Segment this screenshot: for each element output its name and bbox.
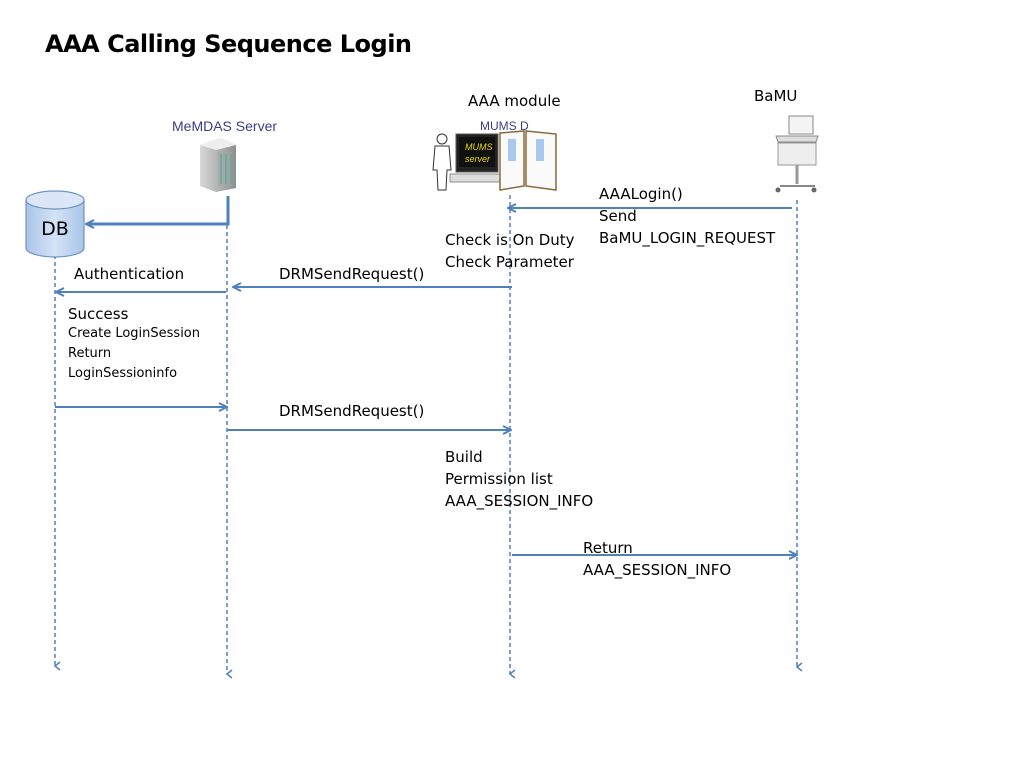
message-memdas-to-db-arrow <box>86 196 230 224</box>
message-label-authentication: Authentication <box>74 265 185 283</box>
database-icon <box>25 190 85 258</box>
medical-cart-icon <box>775 115 819 193</box>
screen-text-line2: server <box>465 154 491 164</box>
actor-sublabel-aaa: MUMS D <box>480 119 529 133</box>
page-title: AAA Calling Sequence Login <box>45 30 412 58</box>
actor-label-bamu: BaMU <box>754 87 798 105</box>
actor-label-db: DB <box>41 218 69 240</box>
message-label-return-session: Return AAA_SESSION_INFO <box>583 539 732 579</box>
actor-label-aaa: AAA module <box>468 92 561 110</box>
message-label-aaalogin: AAALogin() Send BaMU_LOGIN_REQUEST <box>599 185 776 247</box>
actor-label-memdas: MeMDAS Server <box>172 118 278 134</box>
note-aaa-build: Build Permission list AAA_SESSION_INFO <box>445 448 594 510</box>
note-aaa-check: Check is On Duty Check Parameter <box>445 231 575 271</box>
message-label-drmsendrequest-1: DRMSendRequest() <box>279 265 425 283</box>
server-tower-icon <box>200 138 236 192</box>
note-db-details: Create LoginSession Return LoginSessioni… <box>68 326 200 381</box>
note-db-success: Success <box>68 305 129 323</box>
doctor-server-icon <box>432 130 557 191</box>
message-label-drmsendrequest-2: DRMSendRequest() <box>279 402 425 420</box>
screen-text-line1: MUMS <box>465 142 493 152</box>
